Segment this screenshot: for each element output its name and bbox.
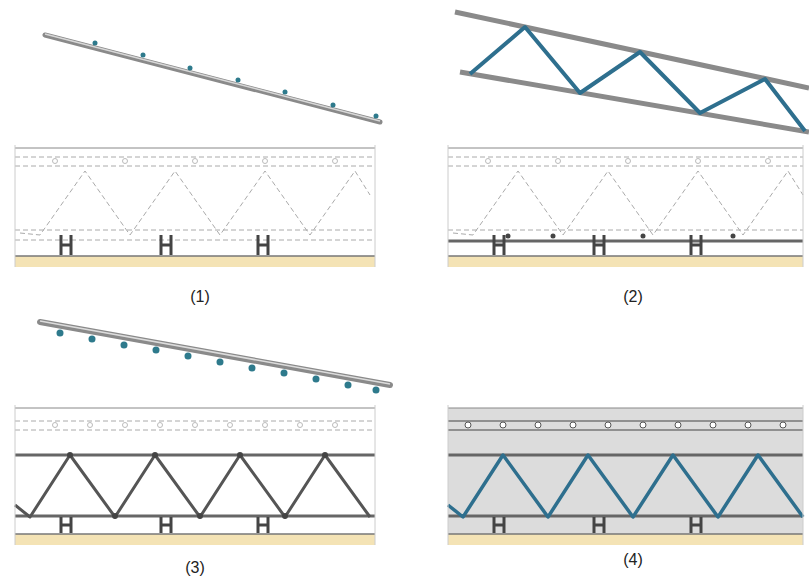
slab-section [15,405,375,545]
rod-figure [40,321,390,394]
truss-figure [455,12,809,132]
rod-figure [45,34,380,122]
panel-number: (2) [623,288,643,306]
slab-section [448,145,803,267]
panel-number: (4) [623,551,643,569]
slab-section [448,405,803,545]
slab-section [15,145,375,267]
panel-number: (1) [190,288,210,306]
panel-number: (3) [185,559,205,577]
